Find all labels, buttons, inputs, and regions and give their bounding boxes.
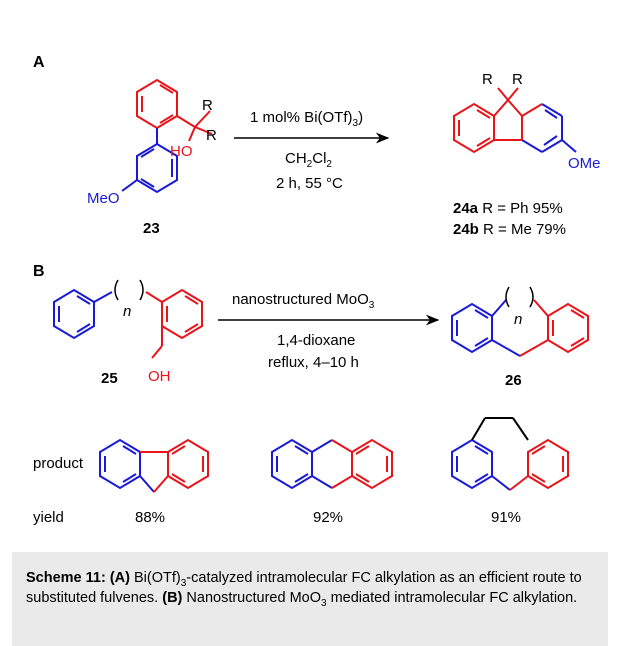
table-yield-2: 92%: [313, 509, 343, 526]
compound-24b-yield: 24b R = Me 79%: [453, 221, 566, 238]
compound-24-r-left: R: [482, 71, 493, 88]
table-product-fluorene: [99, 438, 209, 493]
compound-24a-yield: 24a R = Ph 95%: [453, 200, 563, 217]
caption-part-b-text-2: mediated intramolecular FC alkylation.: [326, 590, 578, 606]
compound-26-ring-right: [519, 299, 589, 357]
table-product-label: product: [33, 455, 84, 472]
compound-23-ring-top: [136, 78, 213, 142]
caption-title: Scheme 11:: [26, 570, 106, 586]
table-yield-1: 88%: [135, 509, 165, 526]
compound-23-r-bottom: R: [206, 127, 217, 144]
compound-25-ring-left: [53, 288, 113, 340]
compound-25-number: 25: [101, 370, 118, 387]
compound-23-r-top: R: [202, 97, 213, 114]
panel-b-label: B: [33, 263, 45, 280]
conditions-b-solvent: 1,4-dioxane: [277, 332, 355, 349]
table-yield-3: 91%: [491, 509, 521, 526]
caption-part-b-sub: 3: [321, 597, 327, 609]
compound-24-five-ring: [493, 87, 523, 141]
panel-a-label: A: [33, 54, 45, 71]
caption-part-a-text-2: -catalyzed intramolecular FC alkylation …: [26, 570, 582, 606]
compound-24-ring-right: [521, 103, 577, 153]
caption-part-a-sub: 3: [180, 577, 187, 589]
conditions-b-time: reflux, 4–10 h: [268, 354, 359, 371]
compound-25-ring-right: [145, 288, 203, 359]
compound-24-methoxy: OMe: [568, 155, 601, 172]
compound-23-number: 23: [143, 220, 160, 237]
compound-25-n: n: [123, 303, 131, 320]
table-product-dibenzosuberane: [451, 417, 569, 491]
compound-26-number: 26: [505, 372, 522, 389]
conditions-a-catalyst: 1 mol% Bi(OTf)3): [250, 109, 363, 129]
conditions-a-time-temp: 2 h, 55 °C: [276, 175, 343, 192]
compound-23-ring-bottom: [121, 142, 178, 194]
compound-25-hydroxyl: OH: [148, 368, 171, 385]
conditions-a-solvent: CH2Cl2: [285, 150, 332, 170]
compound-23-methoxy: MeO: [87, 190, 120, 207]
compound-26-n: n: [514, 311, 522, 328]
compound-24-ring-left: [453, 102, 495, 154]
compound-24-r-right: R: [512, 71, 523, 88]
caption-part-b-text-1: Nanostructured MoO: [182, 590, 321, 606]
table-yield-label: yield: [33, 509, 64, 526]
compound-23-hydroxyl: HO: [170, 143, 193, 160]
caption-part-a-label: (A): [109, 570, 130, 586]
scheme-caption: Scheme 11: (A) Bi(OTf)3-catalyzed intram…: [12, 552, 608, 646]
compound-26-chain-bracket: [505, 286, 534, 308]
compound-25-chain-bracket: [114, 279, 144, 301]
conditions-b-reagent: nanostructured MoO3: [232, 291, 375, 311]
caption-part-a-text-1: Bi(OTf): [129, 570, 181, 586]
table-product-dihydroanthracene: [271, 438, 393, 490]
compound-26-ch2-bond: [491, 339, 521, 357]
caption-part-b-label: (B): [162, 590, 183, 606]
